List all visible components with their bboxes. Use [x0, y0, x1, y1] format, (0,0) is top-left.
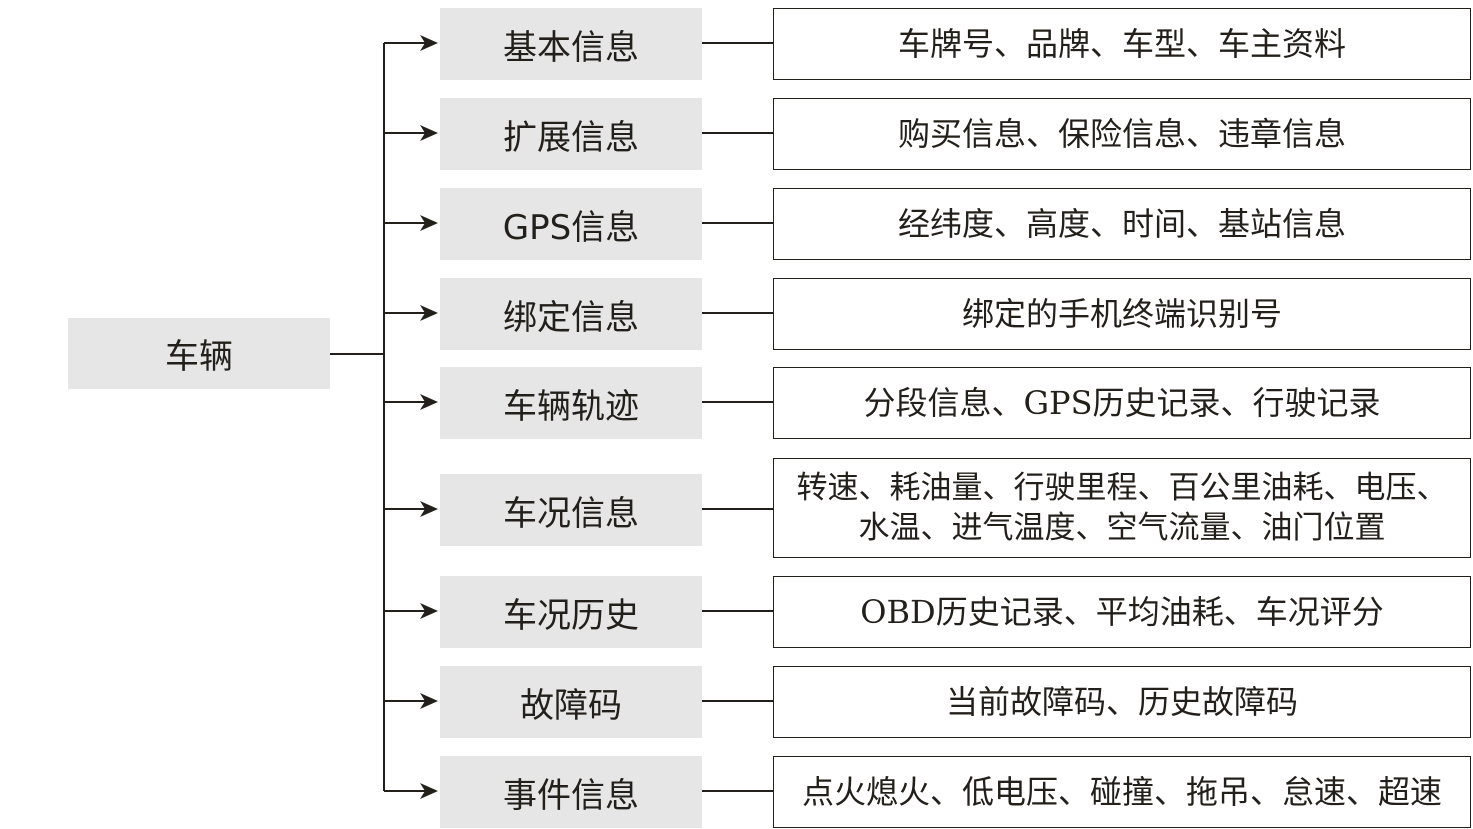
arrowhead: [420, 215, 438, 231]
category-label: 车况历史: [503, 595, 639, 636]
category-node-extended-info: 扩展信息: [440, 98, 702, 170]
category-node-binding-info: 绑定信息: [440, 278, 702, 350]
arrowhead: [420, 603, 438, 619]
category-node-vehicle-condition: 车况信息: [440, 474, 702, 546]
category-label: 绑定信息: [503, 297, 639, 338]
detail-box-gps-info: 经纬度、高度、时间、基站信息: [773, 188, 1471, 260]
detail-box-vehicle-condition: 转速、耗油量、行驶里程、百公里油耗、电压、 水温、进气温度、空气流量、油门位置: [773, 458, 1471, 558]
detail-text: OBD历史记录、平均油耗、车况评分: [860, 593, 1384, 631]
root-node-label: 车辆: [165, 337, 233, 377]
detail-box-event-info: 点火熄火、低电压、碰撞、拖吊、怠速、超速: [773, 756, 1471, 828]
detail-text: 当前故障码、历史故障码: [945, 683, 1298, 721]
arrowhead: [420, 501, 438, 517]
detail-text: 车牌号、品牌、车型、车主资料: [897, 25, 1346, 63]
detail-box-binding-info: 绑定的手机终端识别号: [773, 278, 1471, 350]
detail-text: 经纬度、高度、时间、基站信息: [897, 205, 1346, 243]
category-label: 事件信息: [503, 775, 639, 816]
category-label: 车况信息: [503, 493, 639, 534]
arrowhead: [420, 305, 438, 321]
detail-box-basic-info: 车牌号、品牌、车型、车主资料: [773, 8, 1471, 80]
detail-text-line-2: 水温、进气温度、空气流量、油门位置: [858, 510, 1386, 546]
arrowhead: [420, 394, 438, 410]
detail-text-line-1: 转速、耗油量、行驶里程、百公里油耗、电压、: [796, 470, 1448, 506]
category-node-event-info: 事件信息: [440, 756, 702, 828]
category-label: GPS信息: [502, 207, 640, 248]
detail-box-fault-codes: 当前故障码、历史故障码: [773, 666, 1471, 738]
detail-box-extended-info: 购买信息、保险信息、违章信息: [773, 98, 1471, 170]
category-node-gps-info: GPS信息: [440, 188, 702, 260]
category-label: 扩展信息: [503, 117, 639, 158]
category-node-vehicle-track: 车辆轨迹: [440, 367, 702, 439]
arrowhead: [420, 35, 438, 51]
detail-text: 购买信息、保险信息、违章信息: [897, 115, 1346, 153]
detail-text: 分段信息、GPS历史记录、行驶记录: [863, 384, 1381, 422]
detail-box-vehicle-track: 分段信息、GPS历史记录、行驶记录: [773, 367, 1471, 439]
category-label: 基本信息: [503, 27, 639, 68]
arrowhead: [420, 125, 438, 141]
arrowhead: [420, 693, 438, 709]
category-label: 故障码: [520, 685, 622, 726]
detail-text: 绑定的手机终端识别号: [961, 295, 1282, 333]
category-node-condition-history: 车况历史: [440, 576, 702, 648]
root-node-box: 车辆: [68, 318, 330, 389]
category-node-fault-codes: 故障码: [440, 666, 702, 738]
category-node-basic-info: 基本信息: [440, 8, 702, 80]
category-label: 车辆轨迹: [503, 386, 639, 427]
detail-text: 点火熄火、低电压、碰撞、拖吊、怠速、超速: [801, 773, 1442, 811]
arrowhead: [420, 783, 438, 799]
detail-box-condition-history: OBD历史记录、平均油耗、车况评分: [773, 576, 1471, 648]
